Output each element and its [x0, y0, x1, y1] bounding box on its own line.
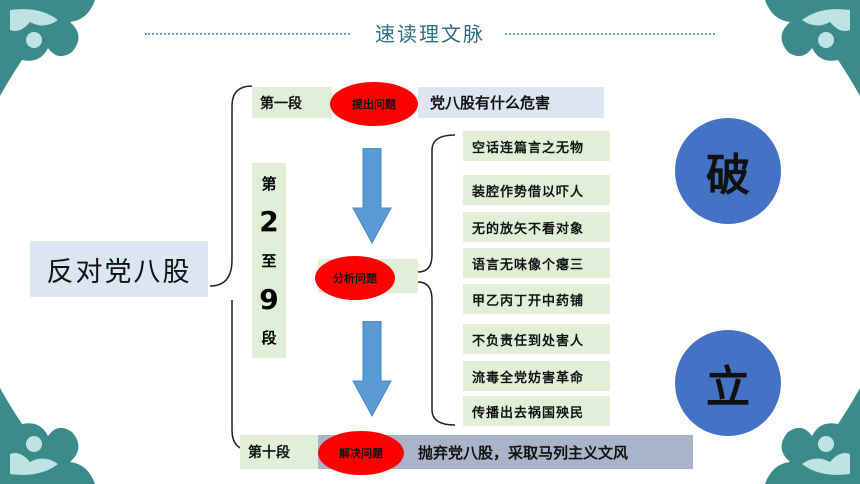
list-item: 不负责任到处害人: [463, 324, 610, 354]
list-item: 无的放矢不看对象: [463, 212, 610, 242]
down-arrow-1: [352, 148, 392, 244]
section1-tag-oval: 提出问题: [330, 82, 418, 126]
title-rule-right: [505, 33, 715, 35]
list-item: 空话连篇言之无物: [463, 131, 610, 161]
section2-label: 第 2 至 9 段: [252, 163, 286, 358]
list-item: 流毒全党妨害革命: [463, 361, 610, 391]
corner-ornament-top-right: [765, 0, 860, 96]
corner-ornament-top-left: [0, 0, 95, 96]
list-item: 甲乙丙丁开中药铺: [463, 284, 610, 314]
list-item: 装腔作势借以吓人: [463, 175, 610, 205]
section2-label-char: 第: [261, 174, 277, 193]
section1-content: 党八股有什么危害: [418, 87, 604, 118]
title-rule-left: [145, 33, 350, 35]
page-title: 速读理文脉: [375, 22, 485, 46]
section3-label: 第十段: [240, 435, 320, 469]
section2-label-char: 9: [259, 282, 279, 316]
corner-ornament-bottom-left: [0, 388, 95, 484]
section3-tag-oval: 解决问题: [318, 431, 404, 475]
corner-ornament-bottom-right: [765, 388, 860, 484]
build-circle: 立: [675, 330, 781, 436]
section2-label-char: 至: [261, 251, 277, 270]
section2-label-char: 2: [259, 205, 279, 239]
list-item: 传播出去祸国殃民: [463, 396, 610, 426]
section2-label-char: 段: [261, 329, 277, 348]
main-topic: 反对党八股: [30, 241, 208, 297]
list-item: 语言无味像个瘪三: [463, 248, 610, 278]
down-arrow-2: [352, 321, 392, 417]
section1-label: 第一段: [252, 87, 332, 118]
section2-tag-oval: 分析问题: [315, 256, 395, 300]
break-circle: 破: [675, 118, 781, 224]
